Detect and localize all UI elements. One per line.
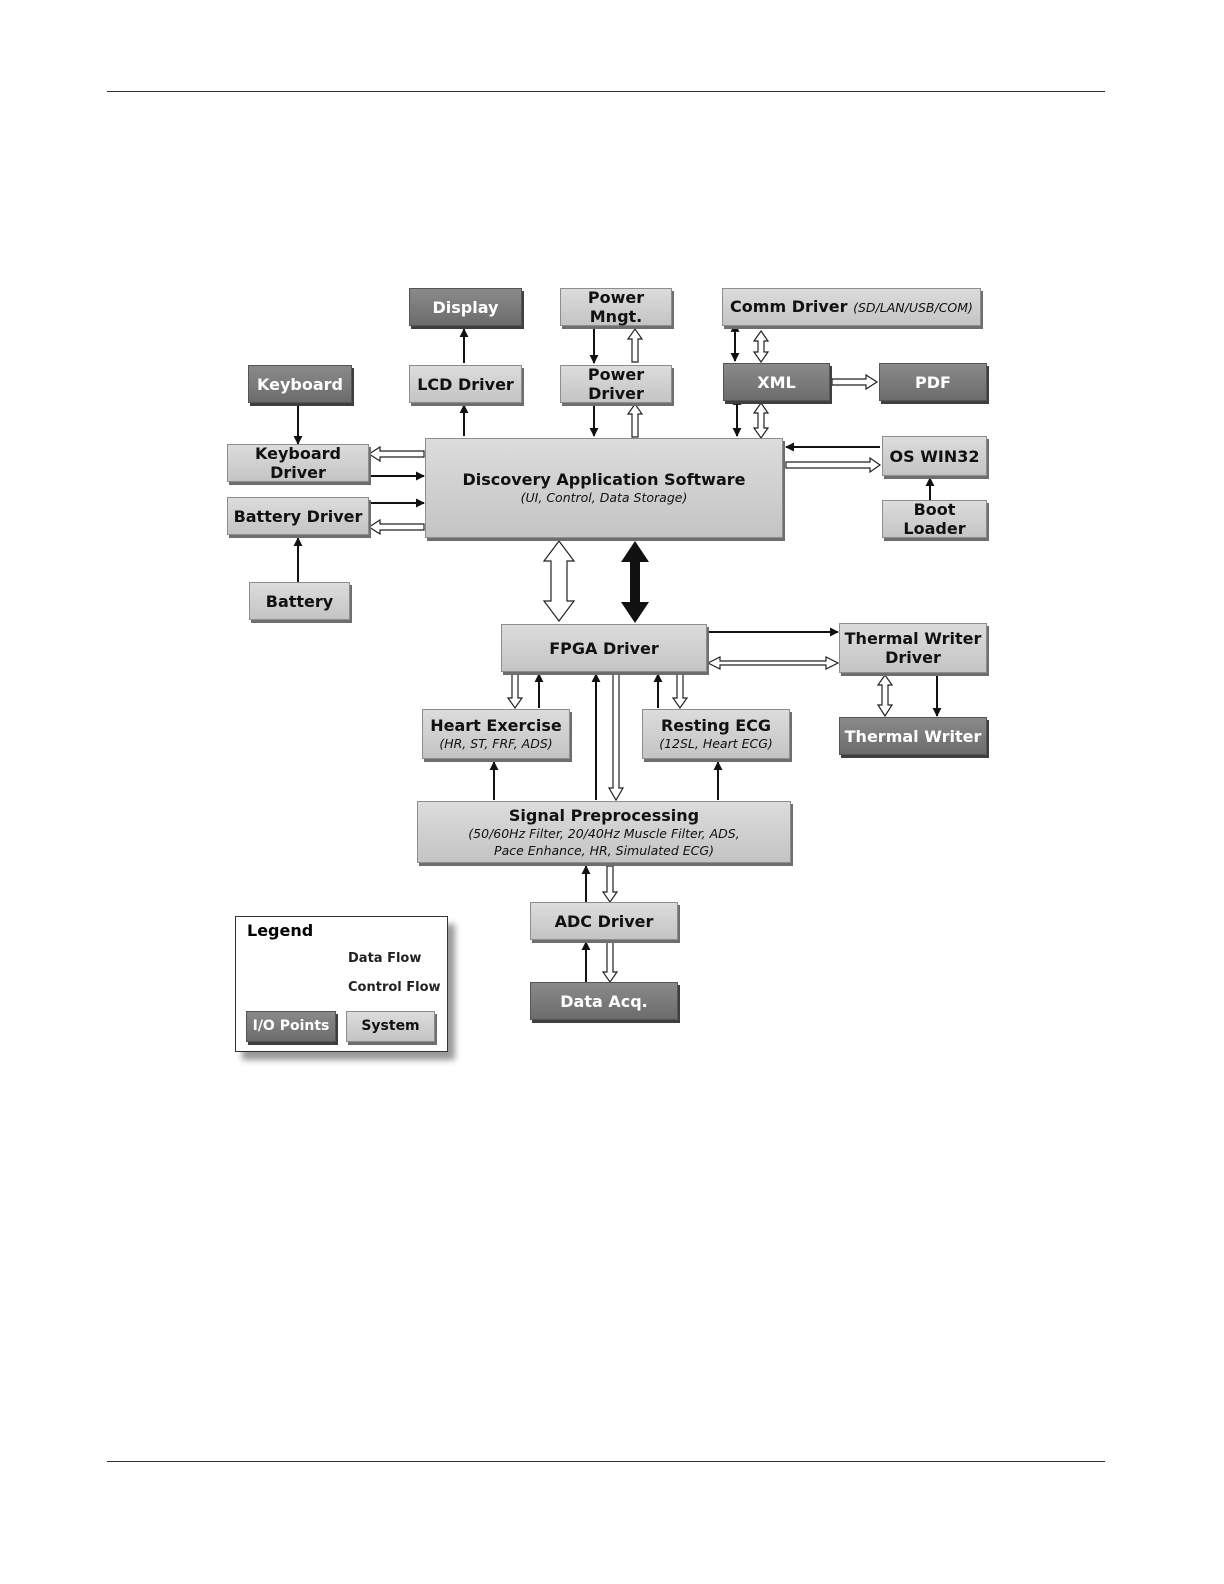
battery-box: Battery <box>249 582 350 620</box>
keyboard-box: Keyboard <box>248 365 352 403</box>
power-driver-box: Power Driver <box>560 365 672 403</box>
comm-driver-box: Comm Driver (SD/LAN/USB/COM) <box>722 288 981 326</box>
os-win32-box: OS WIN32 <box>882 436 987 476</box>
fpga-driver-box: FPGA Driver <box>501 624 707 672</box>
thermal-writer-box: Thermal Writer <box>839 717 987 755</box>
legend-control-flow-label: Control Flow <box>348 980 441 995</box>
legend-title: Legend <box>247 921 314 940</box>
keyboard-driver-box: Keyboard Driver <box>227 444 369 482</box>
legend-data-flow-label: Data Flow <box>348 951 422 966</box>
legend-system-swatch: System <box>346 1011 435 1042</box>
heart-exercise-box: Heart Exercise (HR, ST, FRF, ADS) <box>422 709 570 759</box>
header-rule <box>107 91 1105 92</box>
resting-ecg-box: Resting ECG (12SL, Heart ECG) <box>642 709 790 759</box>
control-flow-arrows <box>367 327 894 984</box>
fpga-das-data-arrow <box>621 541 649 623</box>
footer-rule <box>107 1461 1105 1462</box>
boot-loader-box: Boot Loader <box>882 500 987 538</box>
lcd-driver-box: LCD Driver <box>409 365 522 403</box>
discovery-application-software-box: Discovery Application Software (UI, Cont… <box>425 438 783 538</box>
thermal-writer-driver-box: Thermal Writer Driver <box>839 623 987 673</box>
xml-box: XML <box>723 363 830 401</box>
battery-driver-box: Battery Driver <box>227 497 369 535</box>
display-box: Display <box>409 288 522 326</box>
adc-driver-box: ADC Driver <box>530 902 678 940</box>
pdf-box: PDF <box>879 363 987 401</box>
legend-io-points-swatch: I/O Points <box>246 1011 336 1042</box>
power-mngt-box: Power Mngt. <box>560 288 672 326</box>
data-flow-arrows <box>293 322 942 982</box>
data-acq-box: Data Acq. <box>530 982 678 1020</box>
signal-preprocessing-box: Signal Preprocessing (50/60Hz Filter, 20… <box>417 801 791 863</box>
